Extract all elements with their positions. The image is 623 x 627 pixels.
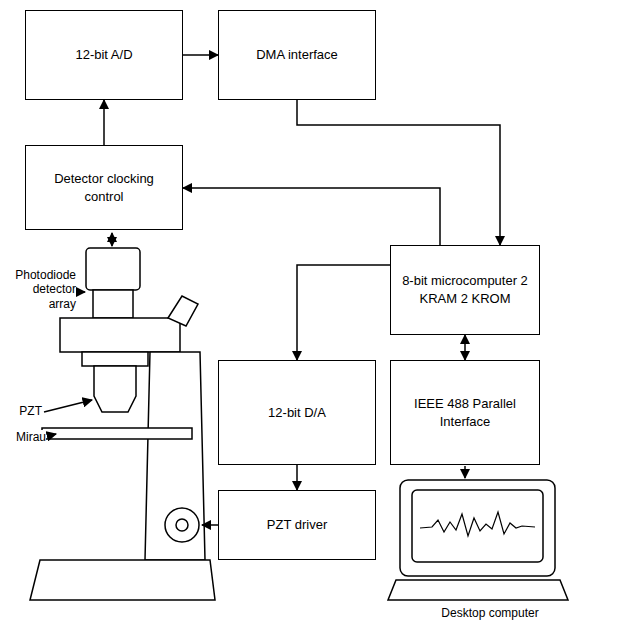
leader-arrow — [78, 291, 85, 293]
converter-box: 12-bit D/A — [218, 360, 376, 465]
part-label: PZT — [14, 404, 42, 418]
driver-box: PZT driver — [218, 490, 376, 560]
signal-connector — [297, 265, 390, 360]
signal-line — [464, 466, 466, 478]
camera-adapter — [93, 290, 133, 318]
part-label: Photodiode detector array — [4, 268, 76, 311]
box-label: PZT driver — [267, 516, 327, 534]
detector-array — [86, 248, 140, 290]
signal-line — [111, 233, 113, 246]
mirau-stage — [42, 428, 192, 439]
box-label: 8-bit microcomputer 2 KRAM 2 KROM — [402, 272, 528, 307]
leader-arrow — [48, 434, 56, 436]
pzt-objective — [94, 366, 136, 412]
signal-line — [202, 524, 218, 526]
microscope-head — [60, 318, 180, 352]
signal-connector — [183, 54, 218, 56]
signal-connector — [464, 335, 466, 360]
eyepiece — [168, 296, 198, 326]
box-label: DMA interface — [256, 46, 338, 64]
computer-monitor — [400, 480, 555, 576]
device-label: Desktop computer — [430, 606, 550, 620]
leader-arrow — [44, 400, 92, 412]
box-label: Detector clocking control — [37, 170, 171, 205]
computer-keyboard — [388, 580, 568, 600]
signal-connector — [103, 100, 105, 145]
computer-box: 8-bit microcomputer 2 KRAM 2 KROM — [390, 245, 540, 335]
microscope-base — [30, 560, 215, 600]
box-label: IEEE 488 Parallel Interface — [402, 395, 528, 430]
microscope-arm — [145, 352, 205, 560]
part-label: Mirau — [8, 430, 46, 444]
control-box: Detector clocking control — [25, 145, 183, 230]
computer-screen — [412, 490, 543, 562]
converter-box: 12-bit A/D — [25, 10, 183, 100]
signal-connector — [297, 100, 500, 245]
box-label: 12-bit D/A — [268, 404, 326, 422]
signal-connector — [183, 188, 440, 245]
waveform — [420, 512, 535, 536]
nosepiece — [82, 352, 148, 366]
focus-knob — [176, 519, 188, 531]
box-label: 12-bit A/D — [75, 46, 132, 64]
focus-knob — [165, 508, 199, 542]
signal-connector — [296, 465, 298, 490]
interface-box: DMA interface — [218, 10, 376, 100]
interface-box: IEEE 488 Parallel Interface — [390, 360, 540, 465]
